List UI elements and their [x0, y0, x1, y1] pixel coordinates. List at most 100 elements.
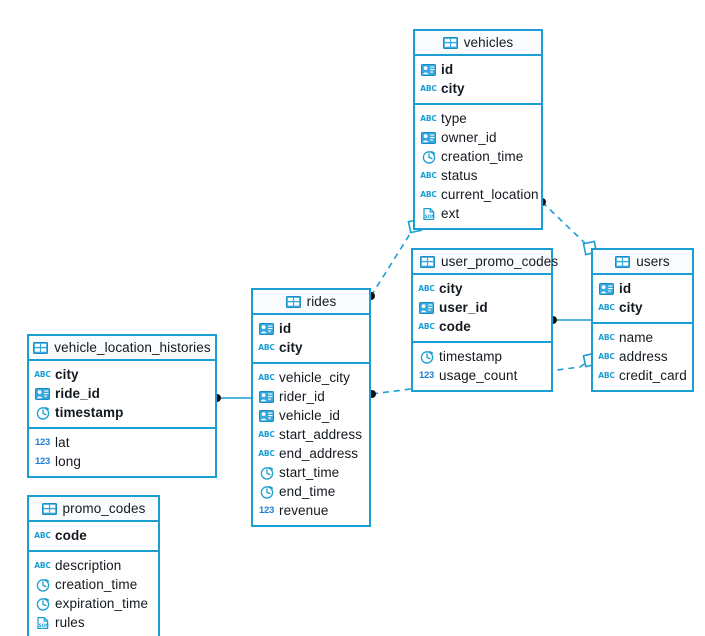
field-row[interactable]: end_time: [253, 482, 369, 501]
table-icon: [41, 501, 57, 516]
svg-text:JSON: JSON: [422, 214, 435, 219]
clock-icon: [35, 405, 50, 420]
primary-key-row[interactable]: ABC city: [413, 279, 551, 298]
num-icon: 123: [419, 369, 434, 381]
field-label: city: [439, 281, 463, 296]
table-header[interactable]: rides: [253, 290, 369, 315]
field-row[interactable]: start_time: [253, 463, 369, 482]
field-label: start_time: [279, 465, 340, 480]
table-header[interactable]: user_promo_codes: [413, 250, 558, 275]
table-title: vehicles: [463, 35, 514, 50]
primary-key-row[interactable]: user_id: [413, 298, 551, 317]
abc-icon: ABC: [34, 369, 51, 379]
num-icon: 123: [259, 504, 274, 516]
field-label: creation_time: [55, 577, 138, 592]
primary-key-row[interactable]: ride_id: [29, 384, 215, 403]
relationship-user_promo_codes-to-users[interactable]: [549, 316, 591, 324]
field-label: city: [441, 81, 465, 96]
field-label: status: [441, 168, 478, 183]
field-row[interactable]: timestamp: [413, 347, 551, 366]
abc-icon: ABC: [418, 283, 435, 293]
table-title: vehicle_location_histories: [54, 340, 211, 355]
table-header[interactable]: promo_codes: [29, 497, 158, 522]
key-card-icon: [599, 281, 614, 296]
table-title: rides: [306, 294, 337, 309]
primary-key-row[interactable]: id: [253, 319, 369, 338]
field-label: city: [279, 340, 303, 355]
field-row[interactable]: creation_time: [29, 575, 158, 594]
field-label: timestamp: [55, 405, 124, 420]
primary-key-row[interactable]: timestamp: [29, 403, 215, 422]
field-label: rider_id: [279, 389, 325, 404]
abc-icon: ABC: [598, 351, 615, 361]
field-row[interactable]: rider_id: [253, 387, 369, 406]
primary-key-row[interactable]: id: [415, 60, 541, 79]
field-row[interactable]: 123 revenue: [253, 501, 369, 520]
field-row[interactable]: vehicle_id: [253, 406, 369, 425]
abc-icon: ABC: [34, 530, 51, 540]
abc-icon: ABC: [258, 448, 275, 458]
clock-icon: [421, 149, 436, 164]
key-card-icon: [421, 130, 436, 145]
key-card-icon: [259, 321, 274, 336]
primary-key-row[interactable]: id: [593, 279, 692, 298]
json-icon: JSON: [35, 615, 50, 630]
table-header[interactable]: vehicle_location_histories: [29, 336, 215, 361]
field-label: user_id: [439, 300, 488, 315]
field-label: address: [619, 349, 668, 364]
field-row[interactable]: expiration_time: [29, 594, 158, 613]
field-label: long: [55, 454, 81, 469]
key-card-icon: [35, 386, 50, 401]
table-icon: [285, 294, 301, 309]
field-row[interactable]: owner_id: [415, 128, 541, 147]
clock-icon: [35, 596, 50, 611]
abc-icon: ABC: [34, 560, 51, 570]
table-header[interactable]: vehicles: [415, 31, 541, 56]
field-row[interactable]: ABC address: [593, 347, 692, 366]
key-card-icon: [421, 62, 436, 77]
relationship-vehicles-to-users[interactable]: [538, 198, 598, 256]
field-label: revenue: [279, 503, 329, 518]
abc-icon: ABC: [420, 189, 437, 199]
field-row[interactable]: creation_time: [415, 147, 541, 166]
table-icon: [442, 35, 458, 50]
field-row[interactable]: 123 usage_count: [413, 366, 551, 385]
table-header[interactable]: users: [593, 250, 692, 275]
table-icon: [33, 340, 49, 355]
svg-text:JSON: JSON: [36, 623, 49, 628]
relationship-vehicle_location_histories-to-rides[interactable]: [213, 394, 251, 402]
key-card-icon: [259, 408, 274, 423]
table-icon: [615, 254, 631, 269]
abc-icon: ABC: [258, 372, 275, 382]
field-label: usage_count: [439, 368, 518, 383]
